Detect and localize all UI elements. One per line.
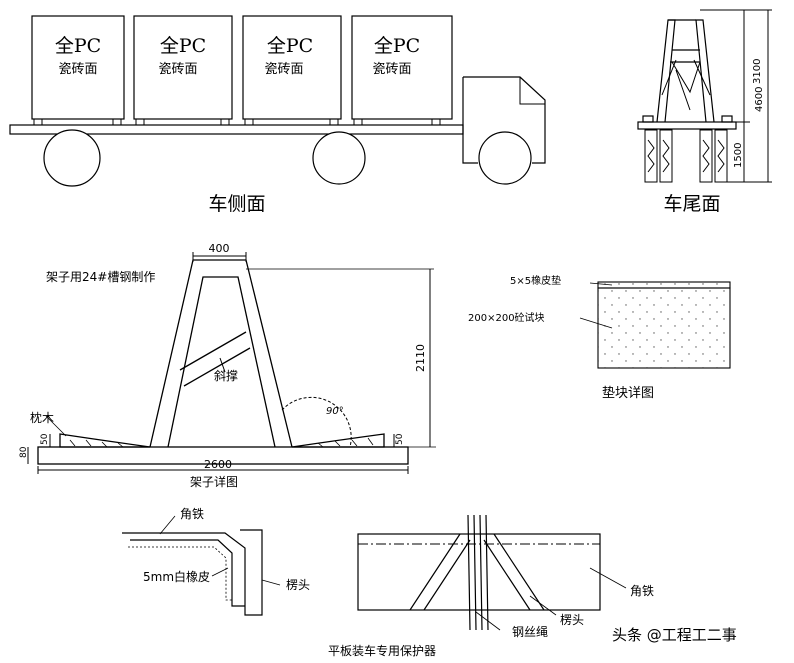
pad-rubber-label: 5×5橡皮垫 (510, 274, 561, 287)
rack-top-width: 400 (209, 242, 230, 255)
rack-caption: 架子详图 (190, 474, 238, 489)
rack-brace-label: 斜撑 (214, 368, 238, 383)
protector-right-angle-iron-label: 角铁 (630, 584, 654, 598)
protector-head-label: 楞头 (286, 577, 310, 592)
box-2-line2: 瓷砖面 (158, 62, 197, 77)
rack-pillow-label: 枕木 (30, 410, 54, 425)
rack-pillow-right (291, 433, 385, 448)
box-2-line1: 全PC (160, 35, 206, 57)
cargo-box-4 (351, 15, 453, 120)
pad-rubber (597, 281, 731, 289)
pad-detail (579, 281, 731, 369)
rear-dimensions (700, 9, 772, 183)
rack-height: 2110 (414, 344, 427, 372)
protector-section (122, 515, 281, 616)
box-1-line2: 瓷砖面 (58, 62, 97, 77)
protector-wire-rope (467, 514, 489, 631)
side-view-caption: 车侧面 (208, 193, 265, 215)
rear-dim-lower: 1500 (733, 143, 744, 168)
protector-rope-label: 钢丝绳 (512, 625, 548, 639)
rack-detail (27, 252, 436, 474)
cargo-box-2 (133, 15, 233, 120)
pad-caption: 垫块详图 (602, 385, 654, 401)
cargo-box-1 (31, 15, 125, 120)
cargo-box-3 (242, 15, 342, 120)
cargo-box-labels: 全PC 瓷砖面 全PC 瓷砖面 全PC 瓷砖面 全PC 瓷砖面 (55, 35, 420, 77)
box-4-line2: 瓷砖面 (372, 62, 411, 77)
pad-labels: 5×5橡皮垫 200×200砼试块 垫块详图 (468, 274, 654, 401)
rack-angle-label: 90° (326, 406, 344, 417)
protector-elevation (357, 514, 627, 631)
rack-diagonal-brace (179, 331, 251, 387)
box-3-line1: 全PC (267, 35, 313, 57)
rack-dim-80: 80 (19, 446, 29, 458)
truck-rear-view (637, 9, 772, 183)
rear-dim-upper: 3100 (752, 59, 763, 84)
rack-dim-50-left: 50 (40, 433, 50, 445)
truck-side-view (9, 15, 546, 187)
protector-rubber-label: 5mm白橡皮 (143, 569, 210, 584)
rack-base (37, 446, 409, 465)
rack-a-frame (149, 259, 293, 448)
rear-view-caption: 车尾面 (663, 193, 720, 215)
protector-elevation-labels: 角铁 楞头 钢丝绳 平板装车专用保护器 (328, 584, 654, 658)
protector-right-head-label: 楞头 (560, 612, 584, 627)
watermark-text: 头条 @工程工二事 (612, 626, 737, 644)
truck-wheel-front-left (43, 129, 101, 187)
box-1-line1: 全PC (55, 35, 101, 57)
truck-wheel-middle (312, 131, 366, 185)
rack-note: 架子用24#槽钢制作 (46, 270, 155, 284)
box-3-line2: 瓷砖面 (264, 62, 303, 77)
protector-angle-iron-label: 角铁 (180, 507, 204, 521)
box-4-line1: 全PC (374, 35, 420, 57)
rack-base-width: 2600 (204, 458, 232, 471)
protector-caption: 平板装车专用保护器 (328, 643, 436, 658)
truck-wheel-cab (478, 131, 532, 185)
truck-cab (462, 76, 546, 164)
rear-dim-total: 4600 (754, 87, 765, 112)
rack-labels: 架子用24#槽钢制作 400 2110 斜撑 90° 枕木 80 50 50 2… (19, 242, 427, 489)
protector-section-labels: 角铁 5mm白橡皮 楞头 (143, 507, 310, 592)
pad-block-label: 200×200砼试块 (468, 311, 545, 324)
rack-dim-50-right: 50 (395, 433, 405, 445)
box-feet (33, 118, 441, 126)
pad-concrete-block (597, 287, 731, 369)
rear-wheels (644, 129, 728, 183)
